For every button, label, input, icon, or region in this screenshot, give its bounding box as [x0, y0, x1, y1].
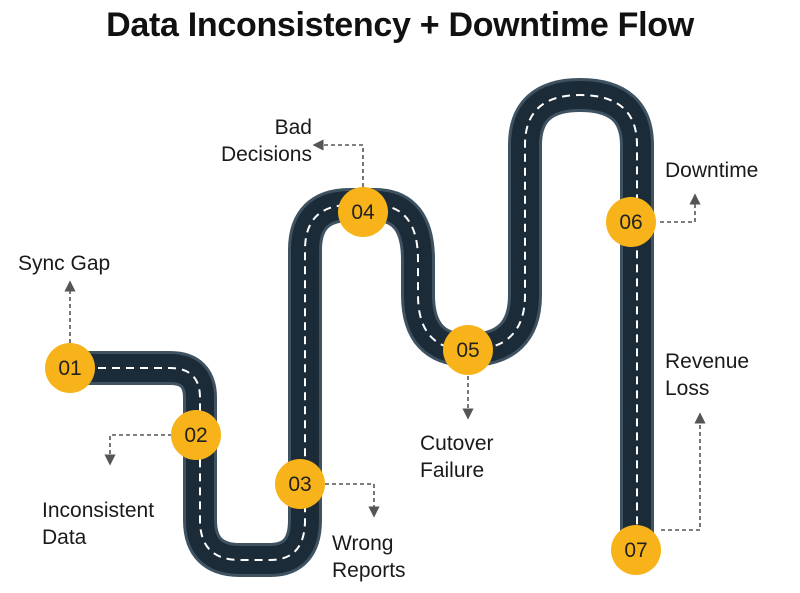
step-label-06: Downtime	[665, 159, 759, 182]
page-title: Data Inconsistency + Downtime Flow	[106, 6, 694, 44]
step-marker-01: 01	[45, 343, 95, 393]
connector-04	[312, 139, 364, 187]
connector-03	[325, 483, 380, 518]
step-label-03: Wrong Reports	[332, 532, 406, 582]
step-marker-circle	[338, 187, 388, 237]
step-marker-06: 06	[606, 197, 656, 247]
connector-02	[104, 434, 172, 466]
step-label-02: Inconsistent Data	[42, 499, 155, 549]
step-number: 06	[619, 211, 642, 234]
step-number: 07	[624, 539, 647, 562]
road-surface	[70, 81, 651, 574]
step-label-04: Bad Decisions	[220, 116, 312, 166]
step-marker-circle	[443, 325, 493, 375]
step-number: 05	[456, 339, 479, 362]
connector-06	[660, 193, 701, 223]
road-edge	[70, 78, 654, 577]
step-label-05: Cutover Failure	[420, 432, 494, 482]
step-marker-circle	[606, 197, 656, 247]
step-number: 01	[58, 357, 81, 380]
step-marker-02: 02	[171, 410, 221, 460]
step-label-07: Revenue Loss	[665, 350, 750, 400]
step-marker-circle	[171, 410, 221, 460]
connectors	[64, 139, 706, 531]
step-number: 03	[288, 473, 311, 496]
step-markers: 01 02 03 04 05 06 07	[45, 187, 661, 575]
step-marker-circle	[275, 459, 325, 509]
step-marker-04: 04	[338, 187, 388, 237]
step-marker-circle	[611, 525, 661, 575]
road	[70, 78, 654, 577]
road-lane-marking	[70, 93, 638, 561]
step-marker-05: 05	[443, 325, 493, 375]
step-number: 02	[184, 424, 207, 447]
step-label-01: Sync Gap	[18, 252, 111, 275]
step-marker-circle	[45, 343, 95, 393]
step-number: 04	[351, 201, 375, 224]
step-marker-03: 03	[275, 459, 325, 509]
connector-07	[661, 412, 706, 531]
step-marker-07: 07	[611, 525, 661, 575]
